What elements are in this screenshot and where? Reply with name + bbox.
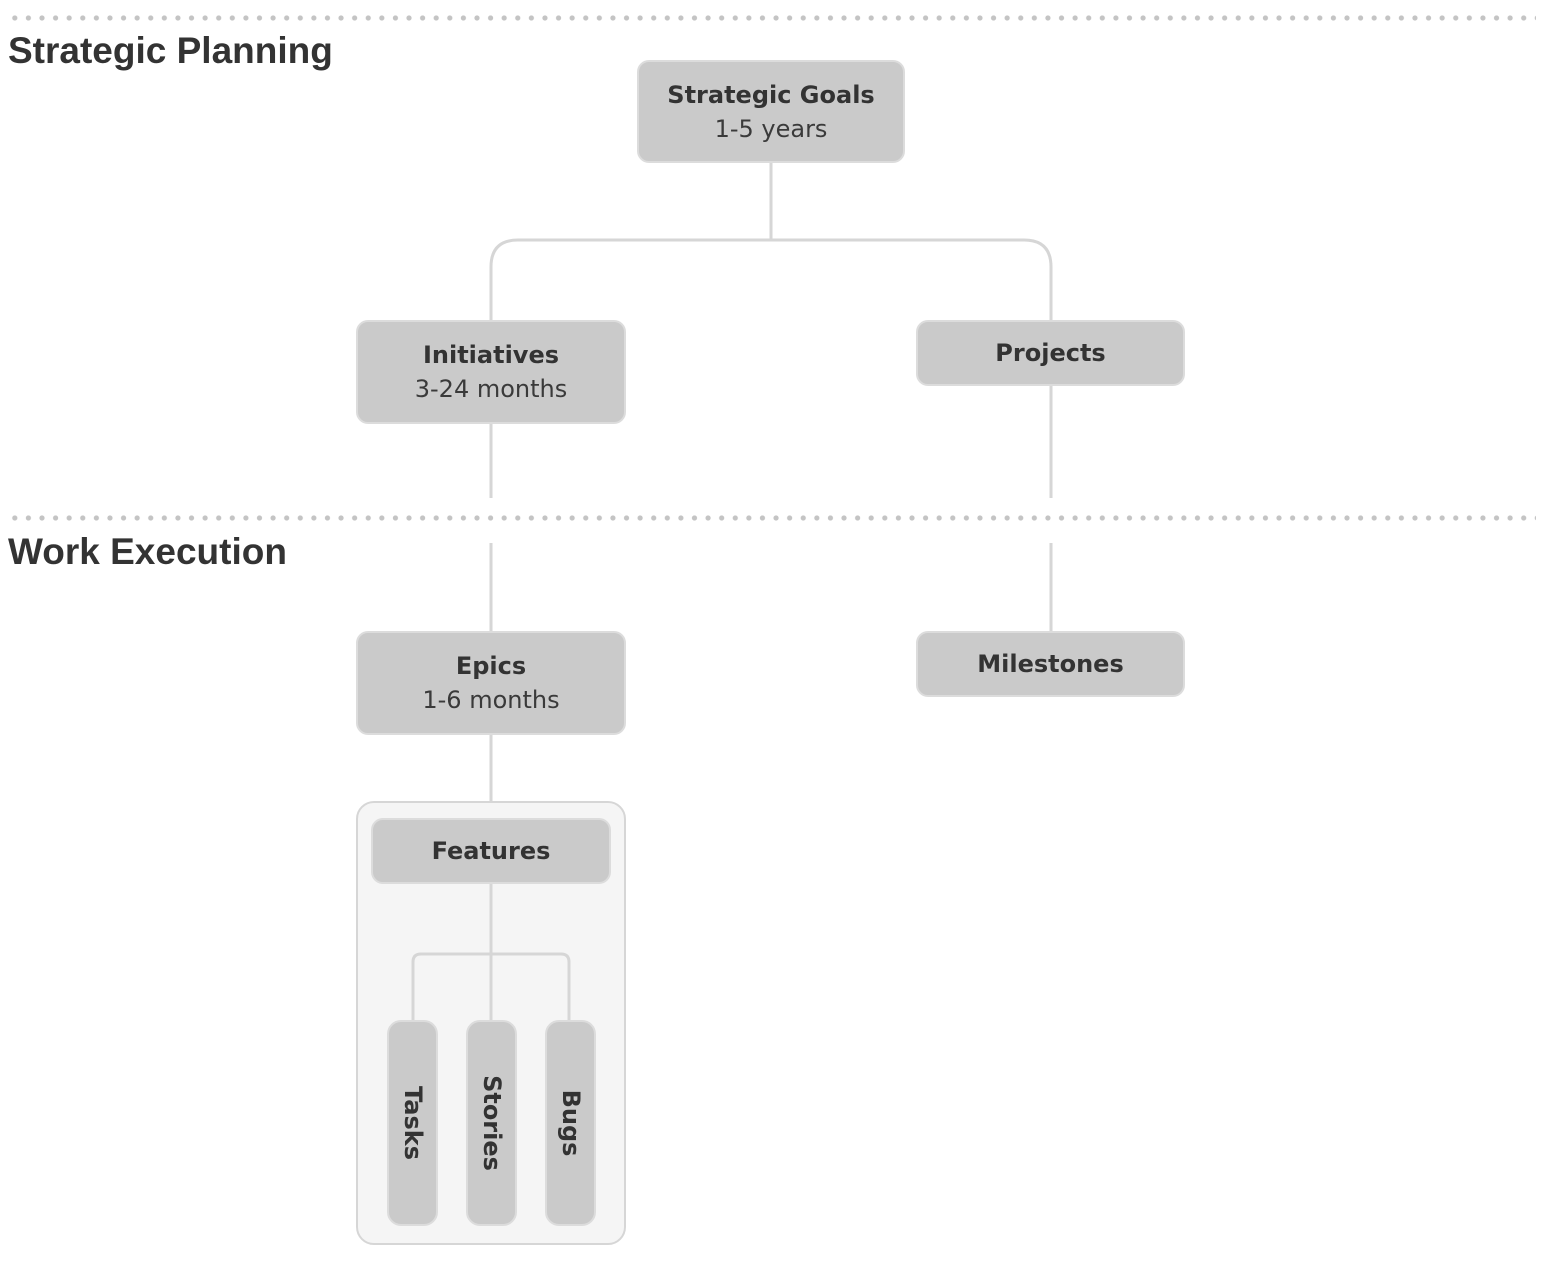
features-title: Features	[431, 837, 551, 865]
bugs-label: Bugs	[556, 1089, 585, 1157]
strategic-goals-node[interactable]: Strategic Goals 1-5 years	[637, 60, 905, 163]
milestones-title: Milestones	[977, 650, 1124, 678]
section-divider-top	[8, 15, 1536, 21]
work-execution-heading: Work Execution	[8, 531, 287, 572]
connector-features-to-tasks	[411, 952, 491, 1022]
strategic-planning-heading: Strategic Planning	[8, 30, 333, 71]
strategic-goals-title: Strategic Goals	[667, 80, 875, 109]
milestones-node[interactable]: Milestones	[916, 631, 1185, 697]
connector-goals-to-initiatives	[489, 238, 771, 322]
connector-goals-to-projects	[771, 238, 1053, 322]
epics-duration: 1-6 months	[422, 686, 560, 714]
bugs-node[interactable]: Bugs	[545, 1020, 596, 1226]
strategic-goals-duration: 1-5 years	[714, 114, 828, 143]
projects-title: Projects	[995, 339, 1106, 367]
section-divider-middle	[8, 515, 1536, 521]
projects-node[interactable]: Projects	[916, 320, 1185, 386]
initiatives-duration: 3-24 months	[414, 375, 568, 403]
features-node[interactable]: Features	[371, 818, 611, 884]
tasks-label: Tasks	[398, 1085, 427, 1161]
tasks-node[interactable]: Tasks	[387, 1020, 438, 1226]
stories-label: Stories	[477, 1075, 506, 1171]
initiatives-title: Initiatives	[422, 341, 560, 369]
epics-title: Epics	[455, 652, 527, 680]
connector-features-to-bugs	[491, 952, 571, 1022]
stories-node[interactable]: Stories	[466, 1020, 517, 1226]
initiatives-node[interactable]: Initiatives 3-24 months	[356, 320, 626, 424]
epics-node[interactable]: Epics 1-6 months	[356, 631, 626, 735]
